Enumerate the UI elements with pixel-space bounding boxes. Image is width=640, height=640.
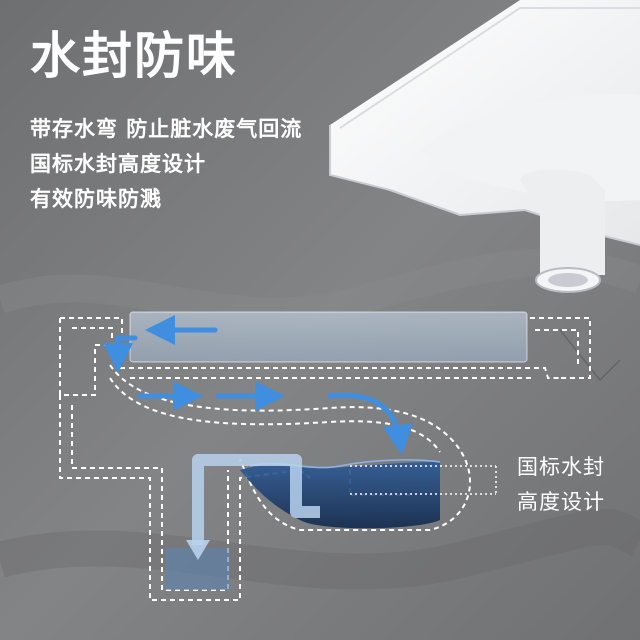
toilet-porcelain [329, 0, 640, 293]
feature-line-1: 带存水弯 防止脏水废气回流 [30, 117, 303, 141]
page-title: 水封防味 [30, 27, 238, 85]
stone-vein [559, 329, 621, 382]
flow-arrow [103, 335, 138, 373]
stone-texture [0, 508, 640, 590]
feature-line-2: 国标水封高度设计 [30, 152, 206, 176]
feature-line-3: 有效防味防溅 [30, 187, 162, 211]
drain-arrow-head [186, 540, 210, 560]
seal-label-line-1: 国标水封 [517, 455, 605, 479]
seal-label-line-2: 高度设计 [517, 490, 605, 514]
seal-height-marker [350, 465, 497, 495]
water-panel [129, 311, 528, 363]
flow-arrows [103, 315, 413, 455]
flow-arrow [327, 392, 413, 455]
drain-pipe [192, 454, 320, 545]
